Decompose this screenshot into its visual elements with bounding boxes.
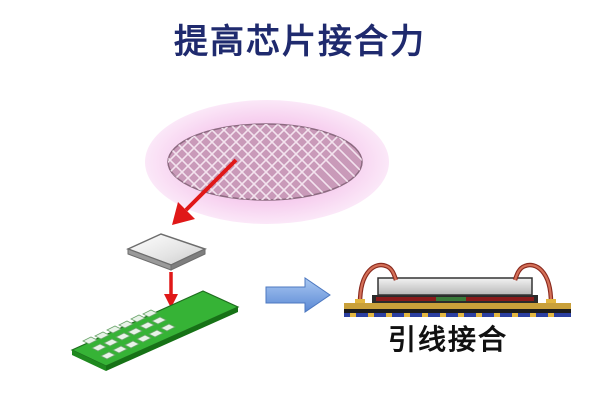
place-arrow-icon bbox=[164, 272, 178, 308]
wire-bonding-caption: 引线接合 bbox=[388, 323, 509, 356]
substrate-strip-icon bbox=[70, 290, 240, 371]
wire-bond-package-icon bbox=[344, 262, 571, 317]
page-title: 提高芯片接合力 bbox=[174, 22, 426, 62]
die-icon bbox=[126, 233, 207, 271]
pick-arrow-icon bbox=[172, 158, 238, 225]
process-arrow-icon bbox=[265, 277, 331, 313]
wafer-icon bbox=[145, 100, 389, 224]
